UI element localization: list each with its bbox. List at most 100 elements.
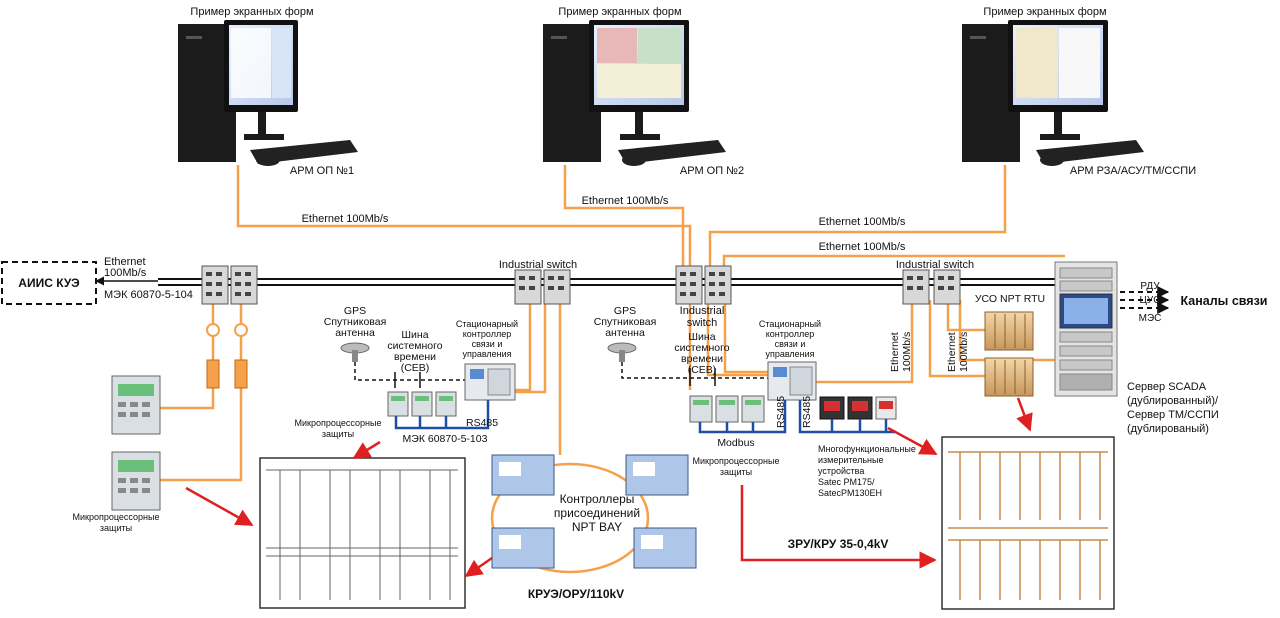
gps-left-l3: антенна bbox=[335, 327, 375, 339]
relay-row-left bbox=[387, 391, 457, 417]
modbus-label: Modbus bbox=[717, 437, 754, 449]
eth-vert-b-l2: 100Mb/s bbox=[958, 332, 970, 372]
eth-vert-b-l1: Ethernet bbox=[946, 332, 958, 372]
controller-mid-l3: связи и bbox=[775, 339, 806, 349]
meters-l5: SatecPM130EH bbox=[818, 488, 882, 498]
kru-110-label: КРУЭ/ОРУ/110kV bbox=[528, 587, 624, 601]
server-rack bbox=[1054, 261, 1118, 397]
industrial-switch-right bbox=[902, 269, 961, 305]
eth-left-label-1: Ethernet bbox=[104, 256, 146, 268]
screen-forms-caption-3: Пример экранных форм bbox=[983, 6, 1106, 18]
eth-left-controller bbox=[510, 300, 532, 392]
protections-left-l2: защиты bbox=[322, 429, 354, 439]
rdu-label: РДУ bbox=[1140, 281, 1160, 292]
protections-mid-l1: Микропроцессорные bbox=[693, 456, 780, 466]
screen-forms-caption-1: Пример экранных форм bbox=[190, 6, 313, 18]
eth-link-ws1 bbox=[236, 165, 692, 270]
meters-l2: измерительные bbox=[818, 455, 884, 465]
controller-mid-l1: Стационарный bbox=[759, 319, 821, 329]
aiis-label: АИИС КУЭ bbox=[18, 276, 80, 290]
controller-mid bbox=[767, 361, 817, 401]
switch-left-label: Industrial switch bbox=[499, 259, 577, 271]
controller-left bbox=[464, 363, 516, 401]
relay-left-big-1 bbox=[111, 375, 161, 435]
timebus-mid-l2: системного bbox=[674, 342, 729, 354]
meters-l3: устройства bbox=[818, 466, 864, 476]
controller-mid-l4: управления bbox=[765, 349, 814, 359]
server-l3: Сервер ТМ/ССПИ bbox=[1127, 409, 1219, 421]
switch-group-left bbox=[201, 265, 258, 305]
gps-left-l1: GPS bbox=[344, 305, 366, 317]
relay-left-big-2 bbox=[111, 451, 161, 511]
channels-label: Каналы связи bbox=[1181, 294, 1268, 308]
rs485-left-label: RS485 bbox=[466, 417, 498, 429]
industrial-switch-left bbox=[514, 269, 571, 305]
eth-right-1 bbox=[815, 300, 914, 384]
meters-l4: Satec PM175/ bbox=[818, 477, 875, 487]
cus-label: ЦУС bbox=[1140, 295, 1161, 306]
workstation-3 bbox=[962, 20, 1144, 166]
eth-link-ws2 bbox=[563, 165, 685, 270]
time-bus-lines bbox=[354, 362, 770, 388]
zru-35-label: ЗРУ/КРУ 35-0,4kV bbox=[788, 537, 889, 551]
labels: Пример экранных форм Пример экранных фор… bbox=[18, 6, 1267, 601]
surge-protectors bbox=[206, 323, 248, 389]
timebus-left-l3: времени bbox=[394, 351, 436, 363]
rs485-mid-a-label: RS485 bbox=[775, 396, 787, 428]
rtu-label: УСО NPT RTU bbox=[975, 293, 1045, 305]
eth-ws3a-label: Ethernet 100Mb/s bbox=[819, 216, 906, 228]
gps-mid-l3: антенна bbox=[605, 327, 645, 339]
gps-antenna-mid bbox=[607, 342, 637, 362]
channel-arrows bbox=[1120, 286, 1170, 314]
serial-lines bbox=[394, 400, 896, 434]
aiis-box bbox=[1, 261, 97, 305]
server-l1: Сервер SCADA bbox=[1127, 381, 1207, 393]
bay-label-l2: присоединений bbox=[554, 506, 640, 520]
meters-row bbox=[819, 396, 897, 420]
server-l4: (дублированый) bbox=[1127, 423, 1209, 435]
industrial-switch-mid bbox=[675, 265, 732, 305]
eth-ws1-label: Ethernet 100Mb/s bbox=[302, 213, 389, 225]
eth-left-2 bbox=[160, 300, 243, 482]
rs485-mid-b-label: RS485 bbox=[801, 396, 813, 428]
scheme-kru-110 bbox=[259, 457, 466, 609]
server-l2: (дублированный)/ bbox=[1127, 395, 1219, 407]
red-arrows bbox=[185, 397, 1033, 578]
protections-left-l1: Микропроцессорные bbox=[295, 418, 382, 428]
eth-left-1 bbox=[160, 300, 215, 410]
switch-right-label: Industrial switch bbox=[896, 259, 974, 271]
timebus-left-l4: (СЕВ) bbox=[401, 362, 430, 374]
ws3-label: АРМ РЗА/АСУ/ТМ/ССПИ bbox=[1070, 165, 1196, 177]
iec104-label: МЭК 60870-5-104 bbox=[104, 289, 193, 301]
iec103-label: МЭК 60870-5-103 bbox=[403, 433, 488, 445]
bay-label-l3: NPT BAY bbox=[572, 520, 622, 534]
switch-mid-label-1: Industrial bbox=[680, 305, 725, 317]
timebus-mid-l3: времени bbox=[681, 353, 723, 365]
eth-ws2-label: Ethernet 100Mb/s bbox=[582, 195, 669, 207]
eth-link-ws3-b bbox=[722, 254, 1065, 270]
timebus-mid-l1: Шина bbox=[688, 331, 715, 343]
gps-left-l2: Спутниковая bbox=[324, 316, 387, 328]
scheme-zru-35 bbox=[941, 436, 1115, 610]
workstation-2 bbox=[543, 20, 726, 166]
meters-l1: Многофункциональные bbox=[818, 444, 916, 454]
eth-link-ws3-a bbox=[708, 165, 1007, 270]
gps-mid-l1: GPS bbox=[614, 305, 636, 317]
eth-vert-a-l1: Ethernet bbox=[889, 332, 901, 372]
switch-mid-label-2: switch bbox=[687, 317, 718, 329]
eth-vert-a-l2: 100Mb/s bbox=[901, 332, 913, 372]
protections-mid-l2: защиты bbox=[720, 467, 752, 477]
bay-controllers bbox=[491, 454, 697, 569]
controller-left-l3: связи и bbox=[472, 339, 503, 349]
controller-left-l4: управления bbox=[462, 349, 511, 359]
rtu-units bbox=[984, 311, 1034, 397]
screen-forms-caption-2: Пример экранных форм bbox=[558, 6, 681, 18]
controller-left-l2: контроллер bbox=[463, 329, 511, 339]
controller-left-l1: Стационарный bbox=[456, 319, 518, 329]
protections-bottom-l2: защиты bbox=[100, 523, 132, 533]
timebus-mid-l4: (СЕВ) bbox=[688, 364, 717, 376]
controller-mid-l2: контроллер bbox=[766, 329, 814, 339]
eth-ws3b-label: Ethernet 100Mb/s bbox=[819, 241, 906, 253]
